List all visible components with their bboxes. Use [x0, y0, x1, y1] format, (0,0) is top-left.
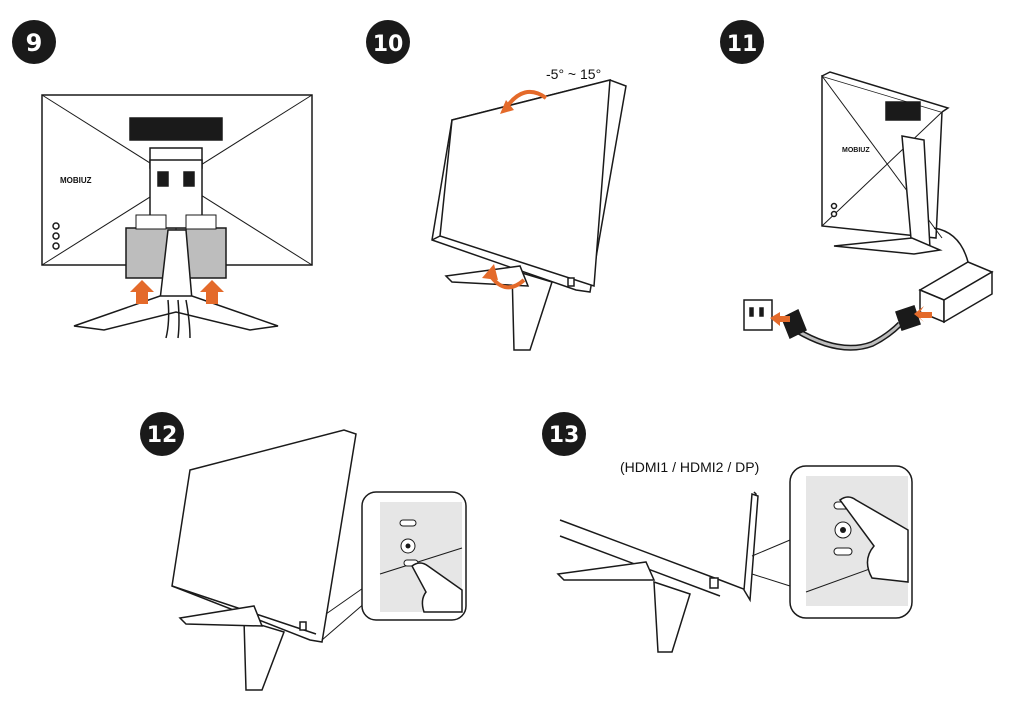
- up-arrow-icon: [130, 280, 224, 304]
- tilt-range-label: -5° ~ 15°: [546, 66, 601, 82]
- step-13-badge: 13: [542, 412, 586, 456]
- svg-text:13: 13: [549, 423, 580, 448]
- svg-text:11: 11: [727, 32, 758, 57]
- step-9: 9 MOBIUZ: [12, 20, 313, 339]
- svg-text:12: 12: [147, 423, 178, 448]
- stand-base: [73, 229, 279, 339]
- monitor-rear-view: [41, 94, 313, 266]
- svg-text:9: 9: [26, 29, 43, 57]
- step-12-badge: 12: [140, 412, 184, 456]
- monitor-front-view: [171, 429, 357, 691]
- brand-logo: MOBIUZ: [60, 176, 92, 185]
- input-source-label: (HDMI1 / HDMI2 / DP): [620, 459, 759, 475]
- step-11-badge: 11: [720, 20, 764, 64]
- pressing-finger-icon: [411, 562, 463, 613]
- power-adapter: [918, 227, 994, 324]
- monitor-closeup-view: [556, 491, 759, 653]
- pressing-finger-icon: [838, 496, 909, 583]
- step-10-badge: 10: [366, 20, 410, 64]
- wall-outlet: [743, 299, 921, 340]
- svg-text:10: 10: [373, 32, 404, 57]
- monitor-tilt-view: [431, 79, 627, 351]
- monitor-side-rear-view: [821, 71, 950, 255]
- brand-logo-side: MOBIUZ: [842, 147, 870, 154]
- step-9-badge: 9: [12, 20, 56, 64]
- tilt-arrowheads: [482, 100, 514, 280]
- step-12: 12: [140, 412, 467, 691]
- step-13: 13 (HDMI1 / HDMI2 / DP): [542, 412, 913, 653]
- step-11: 11 MOBIUZ: [720, 20, 994, 351]
- step-10: 10 -5° ~ 15°: [366, 20, 627, 351]
- plug-arrow-icon: [770, 306, 932, 326]
